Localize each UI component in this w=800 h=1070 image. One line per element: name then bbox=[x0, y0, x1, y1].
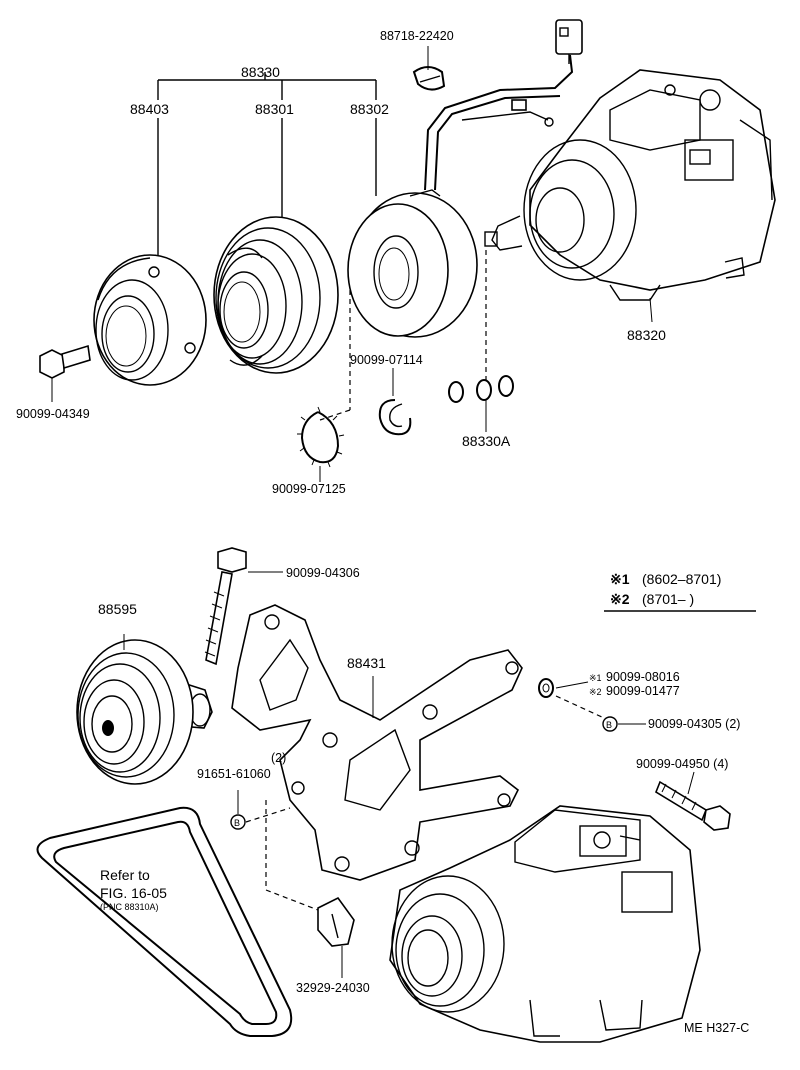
drive-belt bbox=[36, 806, 293, 1037]
bolt-90099-04306 bbox=[204, 547, 283, 666]
label-90099-08016: 90099-08016 bbox=[606, 670, 680, 684]
svg-text:(8701– ): (8701– ) bbox=[642, 591, 694, 607]
label-90099-07114: 90099-07114 bbox=[350, 353, 423, 367]
shim-90099-07125 bbox=[297, 406, 345, 482]
label-90099-04349: 90099-04349 bbox=[16, 407, 90, 421]
compressor-88320 bbox=[484, 69, 776, 323]
svg-text:(8602–8701): (8602–8701) bbox=[642, 571, 721, 587]
bracket-88431 bbox=[231, 604, 523, 881]
bolt-90099-04349 bbox=[39, 344, 91, 402]
lead-wire bbox=[424, 19, 583, 191]
label-32929-24030: 32929-24030 bbox=[296, 981, 370, 995]
idler-pulley-88595 bbox=[76, 634, 213, 785]
label-88330A: 88330A bbox=[462, 433, 511, 449]
label-91651-qty: (2) bbox=[271, 751, 286, 765]
marker-b-right: B bbox=[602, 716, 618, 732]
label-90099-04950: 90099-04950 (4) bbox=[636, 757, 728, 771]
label-88403: 88403 bbox=[130, 101, 169, 117]
label-88595: 88595 bbox=[98, 601, 137, 617]
label-88320: 88320 bbox=[627, 327, 666, 343]
assembly-guides-top bbox=[319, 250, 487, 421]
clip-32929-24030 bbox=[317, 896, 355, 978]
footer-code: ME H327-C bbox=[684, 1021, 749, 1035]
bolt-90099-04950 bbox=[655, 771, 731, 831]
marker-b-left: B bbox=[230, 814, 246, 830]
svg-text:※1: ※1 bbox=[610, 571, 630, 587]
label-88330: 88330 bbox=[241, 64, 280, 80]
bracket-88330 bbox=[157, 72, 377, 262]
label-90099-04305: 90099-04305 (2) bbox=[648, 717, 740, 731]
svg-text:※2: ※2 bbox=[610, 591, 630, 607]
mark-small-1: ※1 bbox=[589, 673, 602, 683]
mark-small-2: ※2 bbox=[589, 687, 602, 697]
label-90099-01477: 90099-01477 bbox=[606, 684, 680, 698]
label-88302: 88302 bbox=[350, 101, 389, 117]
label-88301: 88301 bbox=[255, 101, 294, 117]
refer-line-3: (PNC 88310A) bbox=[100, 902, 159, 912]
washer-90099-08016 bbox=[538, 678, 589, 698]
clamp-88718 bbox=[412, 46, 446, 91]
field-coil-88302 bbox=[347, 189, 478, 338]
svg-text:B: B bbox=[606, 720, 612, 730]
label-91651-61060: 91651-61060 bbox=[197, 767, 271, 781]
label-88718-22420: 88718-22420 bbox=[380, 29, 454, 43]
pulley-88301 bbox=[213, 216, 339, 374]
shims-88330A bbox=[448, 375, 514, 432]
legend-year-ranges: ※1 (8602–8701) ※2 (8701– ) bbox=[604, 571, 756, 612]
refer-line-2: FIG. 16-05 bbox=[100, 885, 167, 901]
snap-ring-90099-07114 bbox=[378, 368, 412, 436]
svg-text:B: B bbox=[234, 818, 240, 828]
clutch-hub-88403 bbox=[93, 254, 207, 386]
label-88431: 88431 bbox=[347, 655, 386, 671]
compressor-bottom bbox=[389, 805, 701, 1043]
label-90099-04306: 90099-04306 bbox=[286, 566, 360, 580]
label-90099-07125: 90099-07125 bbox=[272, 482, 346, 496]
refer-line-1: Refer to bbox=[100, 867, 150, 883]
